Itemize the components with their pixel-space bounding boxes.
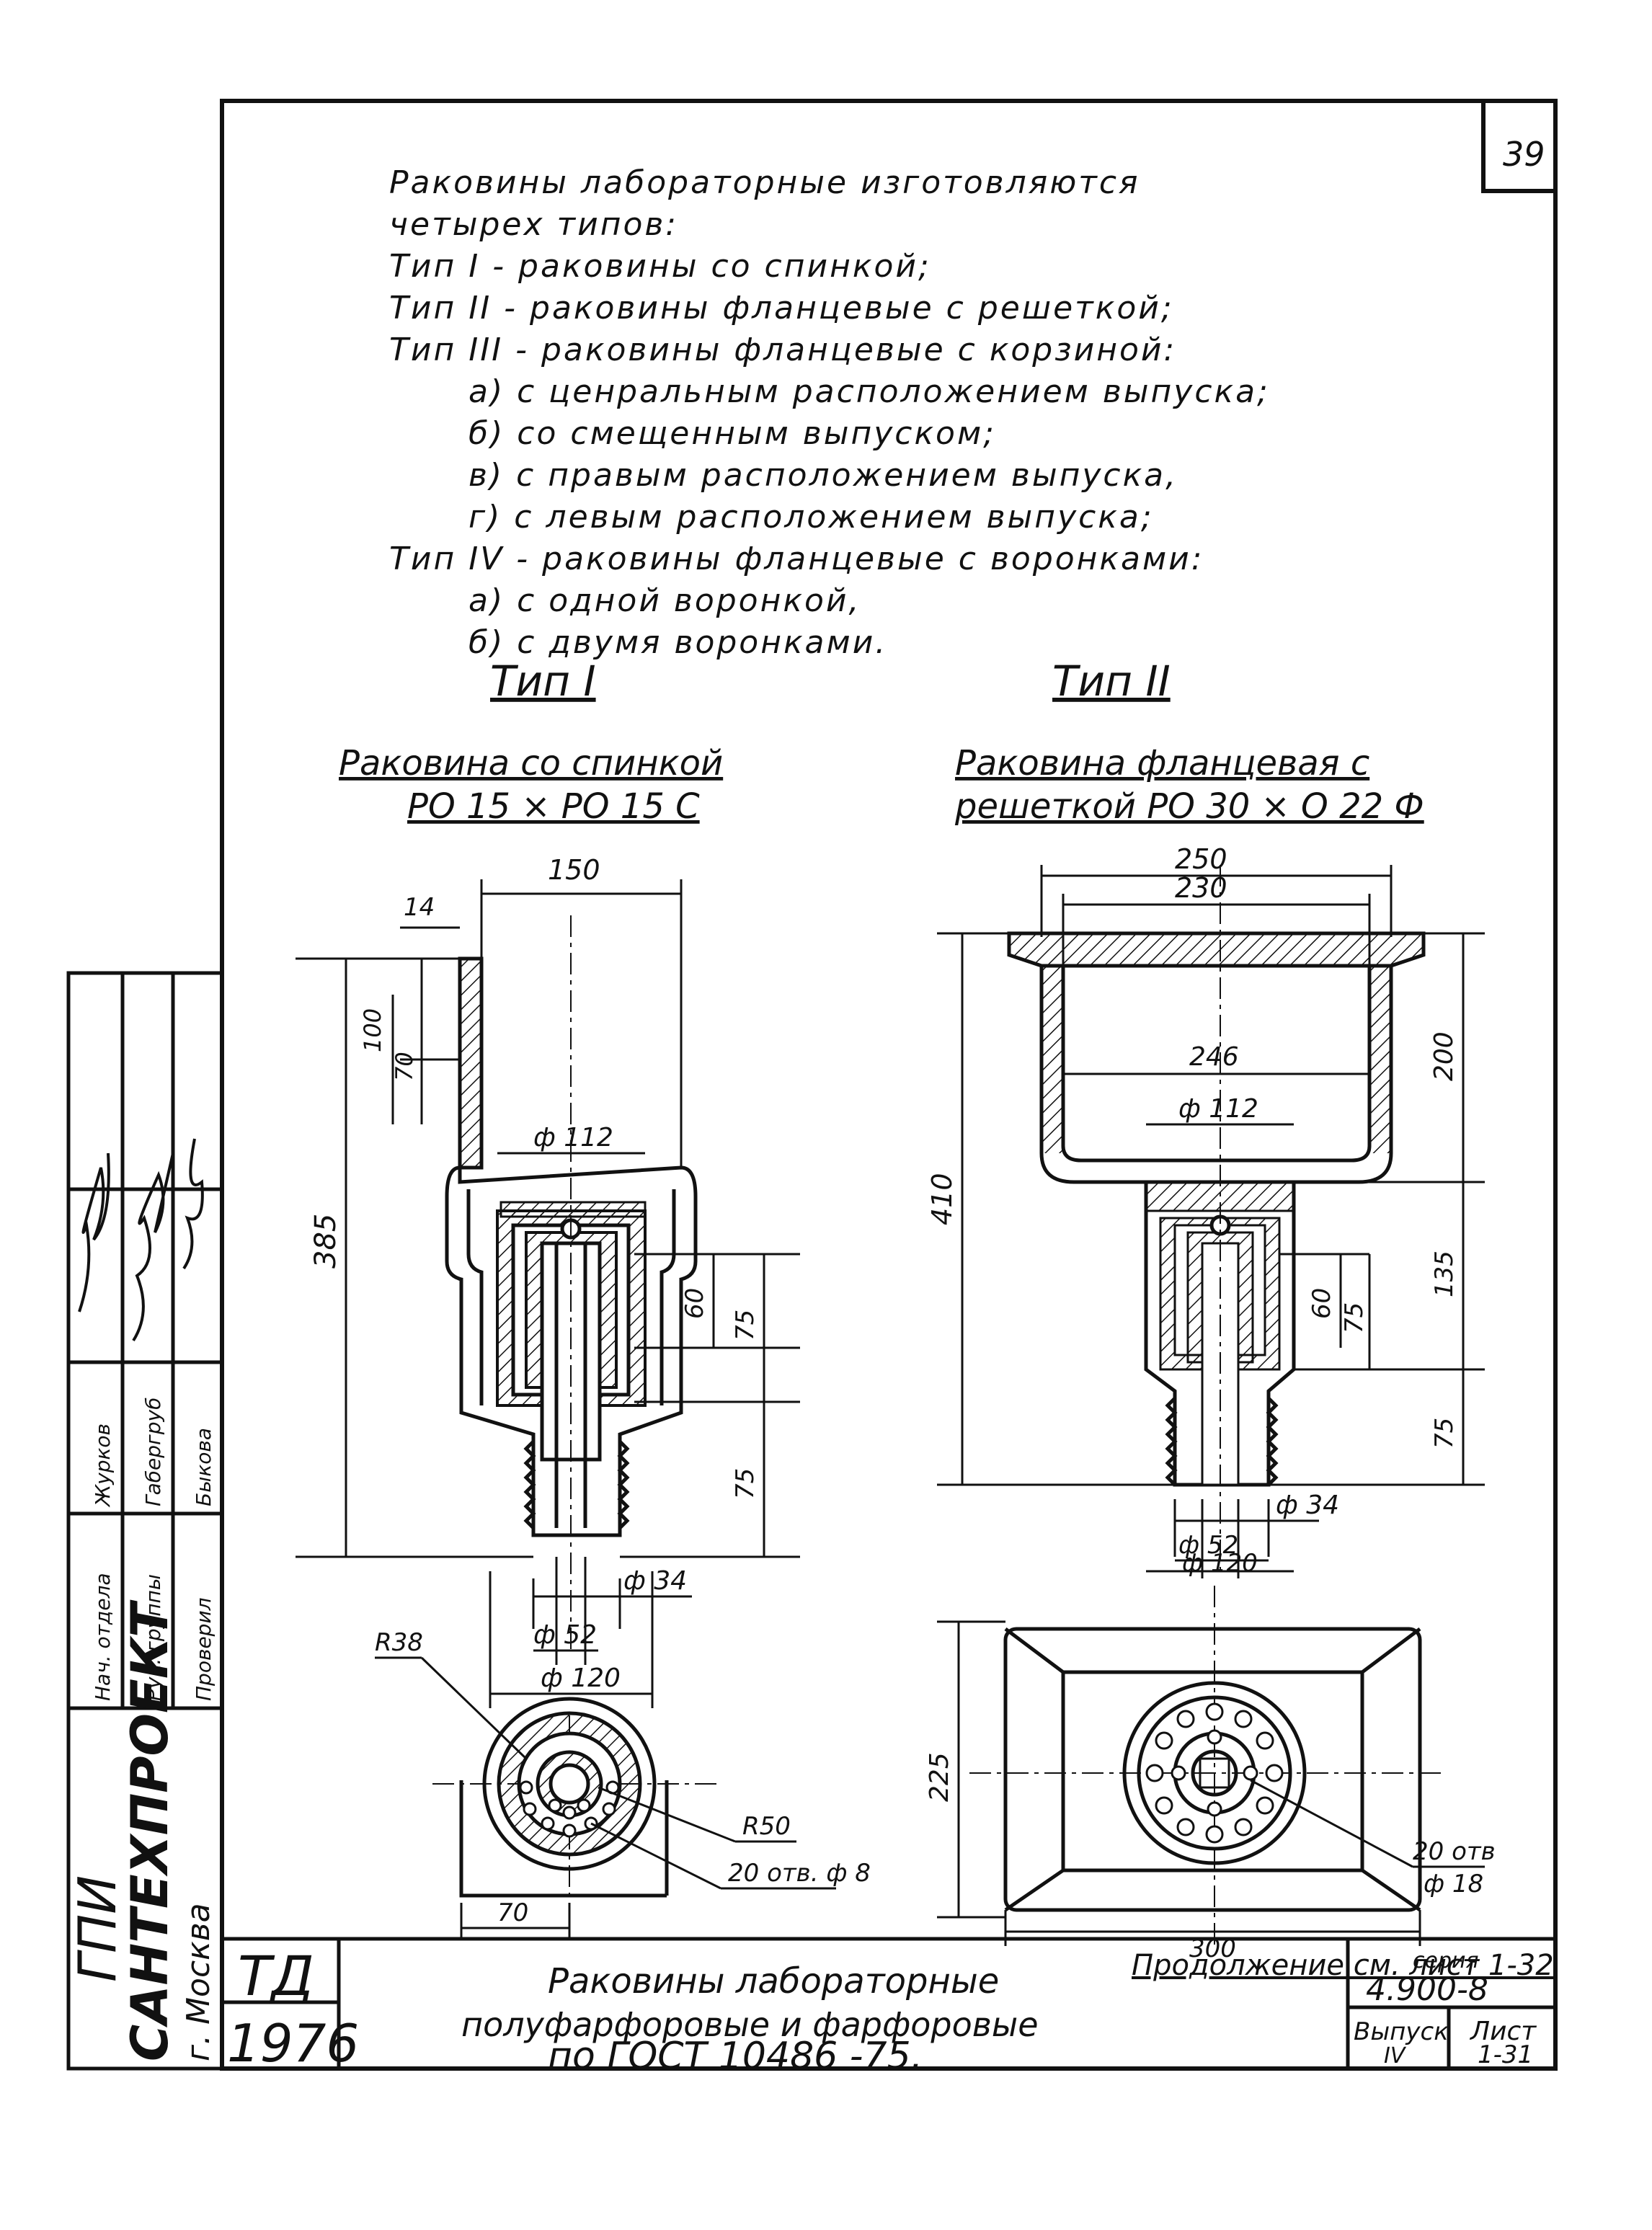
type1-dim-14: 14 — [404, 893, 435, 922]
type1-drain-holes — [519, 1780, 620, 1838]
type1-dim-60: 60 — [680, 1288, 709, 1319]
type2-dim-230: 230 — [1175, 872, 1227, 904]
type1-plan-dimension-lines — [375, 1656, 836, 1939]
type1-dim-70-plan: 70 — [497, 1898, 528, 1927]
type1-dim-75a: 75 — [731, 1310, 760, 1341]
main-title-line1: Раковины лабораторные — [548, 1961, 999, 2002]
type1-plan-view — [432, 1697, 721, 1932]
type1-dim-d52: ф 52 — [533, 1620, 597, 1650]
type2-heading: Тип II — [1052, 657, 1171, 706]
type2-plan-dimension-lines — [937, 1620, 1485, 1946]
org-line2: САНТЕХПРОЕКТ — [120, 1599, 179, 2061]
description-line: б) со смещенным выпуском; — [468, 415, 996, 452]
type2-title-line2: решеткой РО 30 × О 22 Ф — [954, 786, 1424, 827]
type2-dim-holes2: ф 18 — [1424, 1870, 1483, 1898]
sig-role3: Проверил — [192, 1597, 216, 1701]
type1-dim-r50: R50 — [742, 1812, 791, 1841]
type2-dim-75a: 75 — [1340, 1302, 1369, 1333]
series-value: 4.900-8 — [1366, 1971, 1488, 2008]
description-line: Тип II - раковины фланцевые с решеткой; — [389, 290, 1174, 326]
type2-dim-300: 300 — [1189, 1934, 1236, 1963]
description-line: Тип IV - раковины фланцевые с воронками: — [389, 541, 1204, 577]
description-line: Тип III - раковины фланцевые с корзиной: — [389, 332, 1177, 368]
title-block — [222, 1937, 1555, 2069]
sig-role2: Рук. группы — [141, 1574, 165, 1701]
description-line: а) с одной воронкой, — [468, 582, 861, 619]
description-line: Тип I - раковины со спинкой; — [389, 248, 931, 285]
sig-name2: Габергруб — [141, 1398, 165, 1506]
sig-name1: Журков — [91, 1423, 115, 1508]
sig-name3: Быкова — [192, 1428, 216, 1506]
type1-dim-70: 70 — [391, 1052, 418, 1081]
type1-dim-d112: ф 112 — [533, 1123, 613, 1152]
type2-dim-d52: ф 52 — [1178, 1531, 1238, 1560]
type2-dim-410: 410 — [926, 1173, 958, 1225]
type1-section-view — [445, 915, 698, 1651]
description-line: б) с двумя воронками. — [468, 624, 888, 661]
type1-heading: Тип I — [490, 657, 596, 706]
series-label: серия — [1413, 1948, 1479, 1973]
sheet-number-box — [1481, 99, 1558, 193]
sheet-label: Лист — [1469, 2017, 1537, 2046]
side-stamp — [66, 971, 224, 2071]
continuation-note: Продолжение см. лист 1-32 — [1132, 1949, 1554, 1982]
type2-dim-225: 225 — [925, 1752, 954, 1802]
type2-title-line1: Раковина фланцевая с — [955, 743, 1369, 783]
type2-dim-135: 135 — [1430, 1251, 1459, 1297]
description-line: а) с ценральным расположением выпуска; — [468, 373, 1270, 410]
type1-title-line1: Раковина со спинкой — [339, 743, 723, 783]
type2-drain-holes — [1145, 1702, 1284, 1844]
type2-dim-200: 200 — [1429, 1031, 1459, 1081]
description-block: Раковины лабораторные изготовляются четы… — [389, 162, 1470, 664]
description-line: в) с правым расположением выпуска, — [468, 457, 1178, 494]
type2-dim-250: 250 — [1175, 843, 1227, 875]
type1-dim-75b: 75 — [731, 1468, 760, 1499]
handwritten-signatures — [78, 1138, 204, 1342]
type1-dim-d34: ф 34 — [623, 1566, 687, 1596]
type2-dim-60: 60 — [1307, 1288, 1336, 1319]
description-line: г) с левым расположением выпуска; — [468, 499, 1154, 536]
org-line1: ГПИ — [67, 1875, 128, 1982]
td-code: ТД — [238, 1944, 314, 2008]
type2-dim-d120: ф 120 — [1182, 1549, 1258, 1578]
issue-label: Выпуск — [1354, 2017, 1449, 2046]
main-title-line3: по ГОСТ 10486 -75. — [548, 2035, 923, 2078]
type2-dimension-lines — [937, 865, 1485, 1578]
org-line3: г. Москва — [180, 1903, 217, 2061]
sheet-number: 39 — [1503, 135, 1545, 174]
sig-role1: Нач. отдела — [91, 1573, 115, 1701]
issue-value: IV — [1384, 2043, 1407, 2069]
type1-dim-150: 150 — [548, 854, 600, 886]
type1-dim-r38: R38 — [375, 1628, 423, 1657]
type2-dim-246: 246 — [1189, 1042, 1239, 1072]
type1-title-line2: РО 15 × РО 15 С — [407, 786, 700, 827]
type1-dimension-lines — [296, 879, 800, 1708]
type1-dim-385: 385 — [309, 1214, 342, 1269]
type1-dim-holes: 20 отв. ф 8 — [728, 1859, 871, 1888]
type2-dim-d112: ф 112 — [1178, 1094, 1258, 1124]
type2-section-view — [1007, 865, 1426, 1571]
type2-dim-75b: 75 — [1430, 1418, 1459, 1449]
sheet-value: 1-31 — [1478, 2040, 1533, 2069]
type1-dim-d120: ф 120 — [541, 1663, 621, 1693]
main-title-line2: полуфарфоровые и фарфоровые — [461, 2005, 1039, 2044]
description-line: четырех типов: — [389, 206, 679, 243]
type2-dim-d34: ф 34 — [1276, 1491, 1339, 1520]
type2-dim-holes1: 20 отв — [1413, 1837, 1496, 1866]
year: 1976 — [227, 2013, 359, 2074]
description-line: Раковины лабораторные изготовляются — [389, 164, 1140, 201]
type1-dim-100: 100 — [359, 1008, 386, 1052]
type2-plan-view — [969, 1586, 1442, 1946]
